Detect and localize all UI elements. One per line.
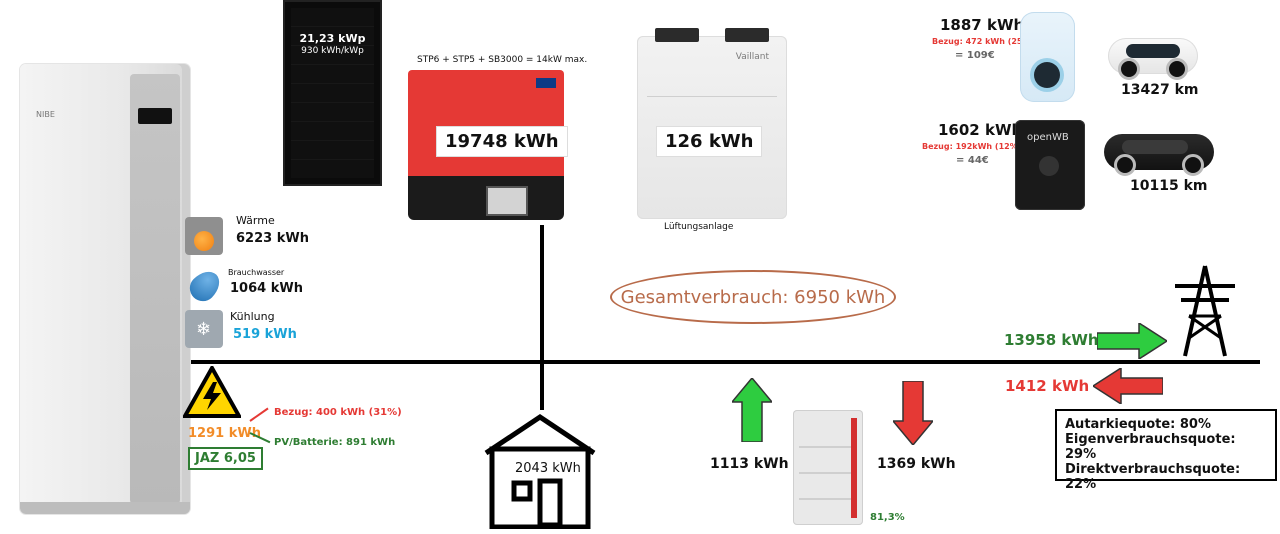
battery-storage — [793, 410, 863, 525]
house-icon — [480, 409, 600, 530]
wallbox-2-brand: openWB — [1027, 132, 1069, 143]
heat-pump-pv-battery: PV/Batterie: 891 kWh — [274, 437, 396, 448]
inverter-to-house-line — [540, 225, 544, 410]
hot-water-value: 1064 kWh — [230, 281, 303, 296]
cooling-icon — [185, 310, 223, 348]
wallbox-1-ring — [1034, 62, 1060, 88]
ventilation-pipe-right — [725, 28, 769, 42]
battery-module-divider — [799, 446, 857, 448]
total-consumption: Gesamtverbrauch: 6950 kWh — [610, 270, 896, 324]
heat-pump-side-panel — [130, 74, 180, 504]
battery-charge-arrow-icon — [730, 376, 774, 443]
battery-efficiency: 81,3% — [870, 512, 905, 523]
ev2-import: Bezug: 192kWh (12%) — [922, 142, 1022, 151]
heat-pump-unit: NIBE — [20, 64, 190, 514]
ventilation-energy: 126 kWh — [656, 126, 763, 157]
battery-module-divider — [799, 472, 857, 474]
inverter-logo — [536, 78, 556, 88]
stats-direct-consumption: Direktverbrauchsquote: 22% — [1065, 462, 1241, 492]
heat-pump-import: Bezug: 400 kWh (31%) — [274, 407, 402, 418]
battery-charge-value: 1113 kWh — [710, 456, 789, 472]
car-black-window — [1122, 140, 1188, 154]
battery-module-divider — [799, 498, 857, 500]
pv-yield-label: 930 kWh/kWp — [301, 46, 364, 56]
ev2-km: 10115 km — [1130, 178, 1208, 194]
stats-autarky: Autarkiequote: 80% — [1065, 417, 1211, 432]
battery-discharge-value: 1369 kWh — [877, 456, 956, 472]
heat-pump-brand-mark: NIBE — [36, 110, 55, 119]
heating-icon — [185, 217, 223, 255]
car-black — [1104, 134, 1214, 176]
ev1-km: 13427 km — [1121, 82, 1199, 98]
ventilation-pipe-left — [655, 28, 699, 42]
wallbox-2: openWB — [1015, 120, 1085, 210]
heat-pump-import-connector — [249, 407, 269, 422]
car-black-wheel-front — [1114, 154, 1136, 176]
ev1-import: Bezug: 472 kWh (25%) — [932, 37, 1035, 46]
grid-import-arrow-icon — [1091, 366, 1164, 406]
car-white — [1108, 38, 1198, 80]
heating-value: 6223 kWh — [236, 231, 309, 246]
car-white-wheel-rear — [1166, 58, 1188, 80]
ev2-cost: = 44€ — [956, 155, 989, 166]
battery-side-strap — [851, 418, 857, 518]
heat-pump-jaz: JAZ 6,05 — [188, 447, 263, 470]
inverter-model-text: STP6 + STP5 + SB3000 = 14kW max. — [417, 55, 588, 65]
car-black-wheel-rear — [1182, 154, 1204, 176]
inverter-energy: 19748 kWh — [436, 126, 568, 157]
grid-import-value: 1412 kWh — [1005, 377, 1090, 395]
car-white-window — [1126, 44, 1180, 58]
wallbox-2-knob — [1039, 156, 1059, 176]
heat-pump-display — [138, 108, 172, 124]
ventilation-brand: Vaillant — [735, 52, 769, 62]
stats-self-consumption: Eigenverbrauchsquote: 29% — [1065, 432, 1236, 462]
pv-panel: 21,23 kWp 930 kWh/kWp — [283, 0, 382, 186]
car-white-wheel-front — [1118, 58, 1140, 80]
grid-export-value: 13958 kWh — [1004, 331, 1099, 349]
ventilation-label: Lüftungsanlage — [664, 222, 734, 232]
main-busbar-line — [180, 360, 1260, 364]
ev1-energy: 1887 kWh — [940, 16, 1025, 34]
cooling-label: Kühlung — [230, 310, 275, 323]
pv-panel-grid — [291, 8, 374, 178]
ev1-cost: = 109€ — [955, 50, 995, 61]
heat-pump-energy: 1291 kWh — [188, 426, 261, 441]
water-drop-icon — [184, 265, 226, 307]
inverter-unit — [408, 70, 564, 220]
cooling-value: 519 kWh — [233, 327, 297, 342]
house-energy: 2043 kWh — [515, 461, 581, 476]
total-consumption-text: Gesamtverbrauch: 6950 kWh — [620, 286, 886, 308]
power-pylon-icon — [1165, 260, 1245, 360]
ev2-energy: 1602 kWh — [938, 121, 1023, 139]
battery-discharge-arrow-icon — [891, 380, 935, 447]
inverter-display — [486, 186, 528, 216]
pv-power-label: 21,23 kWp — [299, 32, 366, 45]
stats-box: Autarkiequote: 80% Eigenverbrauchsquote:… — [1055, 409, 1277, 492]
wallbox-1 — [1020, 12, 1075, 102]
high-voltage-warning-icon — [181, 363, 243, 418]
heating-label: Wärme — [236, 214, 275, 227]
heat-pump-base — [20, 502, 190, 514]
ventilation-stripe — [647, 96, 777, 97]
hot-water-label: Brauchwasser — [228, 268, 285, 277]
grid-export-arrow-icon — [1096, 321, 1169, 361]
